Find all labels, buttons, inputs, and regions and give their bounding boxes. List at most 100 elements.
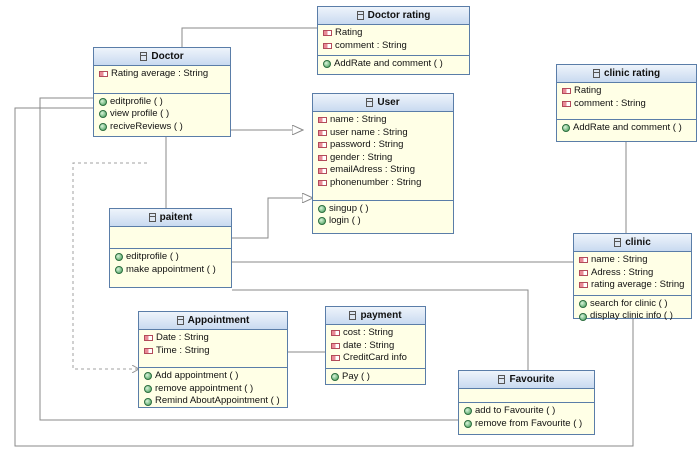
method-label: remove appointment ( ) bbox=[155, 382, 254, 394]
method-label: AddRate and comment ( ) bbox=[334, 58, 443, 70]
attribute-label: Rating bbox=[574, 85, 602, 96]
attributes-section: Date : String Time : String bbox=[139, 330, 287, 369]
dependency-doctor-appointment bbox=[72, 162, 147, 369]
method-icon bbox=[99, 110, 107, 119]
class-paitent[interactable]: paitent editprofile ( ) make appointment… bbox=[109, 208, 232, 288]
attributes-section: Rating average : String bbox=[94, 66, 230, 94]
methods-section: editprofile ( ) make appointment ( ) bbox=[110, 249, 231, 279]
attributes-section: Rating comment : String bbox=[318, 25, 469, 57]
class-header: clinic bbox=[574, 234, 691, 252]
method-label: AddRate and comment ( ) bbox=[573, 122, 682, 134]
class-name: clinic rating bbox=[603, 68, 661, 79]
class-favourite[interactable]: Favourite add to Favourite ( ) remove fr… bbox=[458, 370, 595, 435]
class-doctor[interactable]: Doctor Rating average : String editprofi… bbox=[93, 47, 231, 138]
attribute-label: name : String bbox=[591, 254, 648, 265]
attribute-icon bbox=[562, 88, 571, 95]
method-row: remove from Favourite ( ) bbox=[464, 418, 594, 431]
attribute-row: rating average : String bbox=[579, 279, 691, 292]
attribute-label: rating average : String bbox=[591, 279, 685, 291]
attributes-section bbox=[110, 227, 231, 249]
class-clinic-rating[interactable]: clinic rating Rating comment : String Ad… bbox=[556, 64, 697, 142]
method-icon bbox=[318, 217, 326, 226]
method-label: editprofile ( ) bbox=[126, 251, 179, 262]
method-label: add to Favourite ( ) bbox=[475, 405, 556, 416]
attribute-label: Adress : String bbox=[591, 266, 654, 278]
class-name: payment bbox=[360, 310, 402, 321]
method-icon bbox=[464, 419, 472, 428]
class-name: User bbox=[377, 97, 400, 108]
attribute-icon bbox=[318, 167, 327, 174]
attribute-label: name : String bbox=[330, 114, 387, 125]
method-icon bbox=[144, 372, 152, 381]
method-row: AddRate and comment ( ) bbox=[562, 122, 696, 135]
methods-section: singup ( ) login ( ) bbox=[313, 201, 453, 231]
method-icon bbox=[115, 253, 123, 262]
method-icon bbox=[144, 385, 152, 394]
class-header: User bbox=[313, 94, 453, 112]
class-name: paitent bbox=[159, 212, 193, 223]
attribute-row: CreditCard info bbox=[331, 352, 425, 365]
class-header: Doctor bbox=[94, 48, 230, 66]
class-name: clinic bbox=[625, 237, 651, 248]
attribute-icon bbox=[331, 330, 340, 337]
attributes-section: name : String user name : String passwor… bbox=[313, 112, 453, 201]
attribute-row: name : String bbox=[579, 254, 691, 267]
attribute-row: Date : String bbox=[144, 332, 287, 345]
class-header: Doctor rating bbox=[318, 7, 469, 25]
attribute-icon bbox=[323, 30, 332, 37]
method-label: Remind AboutAppointment ( ) bbox=[155, 395, 280, 407]
class-appointment[interactable]: Appointment Date : String Time : String … bbox=[138, 311, 288, 408]
methods-section: search for clinic ( ) display clinic inf… bbox=[574, 296, 691, 326]
method-icon bbox=[579, 312, 587, 321]
method-label: editprofile ( ) bbox=[110, 95, 163, 107]
attribute-row: name : String bbox=[318, 114, 453, 127]
method-label: display clinic info ( ) bbox=[590, 310, 673, 322]
class-name: Doctor bbox=[151, 51, 184, 62]
attribute-label: comment : String bbox=[335, 39, 407, 51]
attribute-label: comment : String bbox=[574, 97, 646, 109]
method-label: reciveReviews ( ) bbox=[110, 120, 183, 132]
attribute-label: user name : String bbox=[330, 126, 408, 138]
method-row: make appointment ( ) bbox=[115, 264, 231, 277]
method-label: remove from Favourite ( ) bbox=[475, 417, 583, 429]
attribute-icon bbox=[318, 180, 327, 187]
class-name: Appointment bbox=[187, 315, 250, 326]
method-label: singup ( ) bbox=[329, 202, 369, 214]
method-row: singup ( ) bbox=[318, 203, 453, 216]
method-icon bbox=[144, 397, 152, 406]
method-label: search for clinic ( ) bbox=[590, 297, 668, 309]
class-clinic[interactable]: clinic name : String Adress : String rat… bbox=[573, 233, 692, 321]
methods-section: Add appointment ( ) remove appointment (… bbox=[139, 368, 287, 411]
attribute-row: Rating average : String bbox=[99, 68, 230, 81]
association-paitent-favourite bbox=[232, 289, 529, 371]
method-row: search for clinic ( ) bbox=[579, 298, 691, 311]
class-user[interactable]: User name : String user name : String pa… bbox=[312, 93, 454, 234]
generalization-paitent-user bbox=[232, 198, 313, 239]
attribute-row: comment : String bbox=[562, 98, 696, 111]
attribute-row: comment : String bbox=[323, 40, 469, 53]
method-row: editprofile ( ) bbox=[115, 251, 231, 264]
method-label: Pay ( ) bbox=[342, 370, 370, 382]
method-row: editprofile ( ) bbox=[99, 96, 230, 109]
method-row: Add appointment ( ) bbox=[144, 370, 287, 383]
attribute-label: Rating average : String bbox=[111, 68, 209, 79]
attribute-icon bbox=[318, 155, 327, 162]
association-doctor-doctor-rating bbox=[181, 27, 318, 48]
method-label: login ( ) bbox=[329, 215, 361, 227]
attribute-label: phonenumber : String bbox=[330, 176, 422, 188]
method-icon bbox=[99, 123, 107, 132]
attribute-row: emailAdress : String bbox=[318, 164, 453, 177]
attribute-label: password : String bbox=[330, 139, 404, 151]
method-row: remove appointment ( ) bbox=[144, 383, 287, 396]
method-icon bbox=[464, 407, 472, 416]
methods-section: AddRate and comment ( ) bbox=[557, 120, 696, 138]
class-header: payment bbox=[326, 307, 425, 325]
attribute-icon bbox=[144, 335, 153, 342]
association-doctor-clinic bbox=[14, 107, 634, 447]
attribute-row: phonenumber : String bbox=[318, 177, 453, 190]
class-doctor-rating[interactable]: Doctor rating Rating comment : String Ad… bbox=[317, 6, 470, 75]
class-payment[interactable]: payment cost : String date : String Cred… bbox=[325, 306, 426, 385]
class-icon bbox=[349, 311, 357, 320]
class-icon bbox=[498, 375, 506, 384]
attribute-row: cost : String bbox=[331, 327, 425, 340]
